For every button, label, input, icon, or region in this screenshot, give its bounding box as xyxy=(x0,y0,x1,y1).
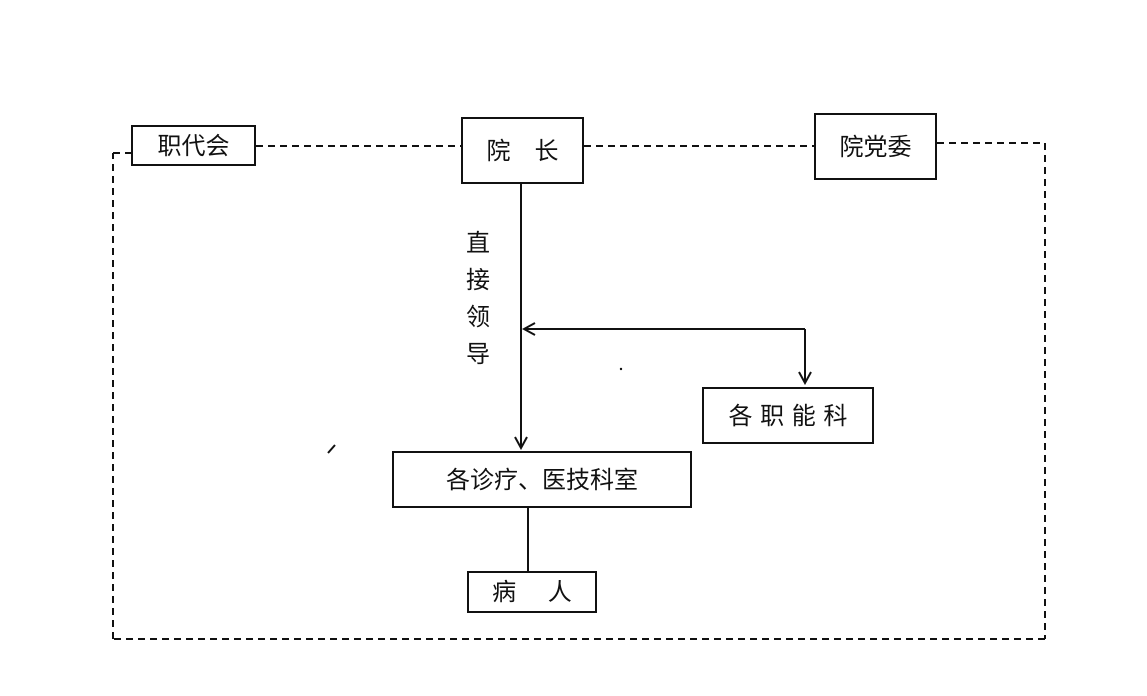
president-label: 院 长 xyxy=(486,136,559,165)
dashed-boundary-frame xyxy=(112,142,1046,640)
direct-leadership-char: 直 xyxy=(466,229,490,257)
functional-depts-label: 各 职 能 科 xyxy=(728,401,848,430)
patients-label: 病 人 xyxy=(492,578,572,606)
direct-leadership-char: 领 xyxy=(466,303,490,331)
stray-dot-mark xyxy=(619,367,623,371)
functional-depts-box: 各 职 能 科 xyxy=(702,387,874,444)
president-box: 院 长 xyxy=(461,117,584,184)
clinical-depts-label: 各诊疗、医技科室 xyxy=(446,465,638,494)
direct-leadership-label: 直 接 领 导 xyxy=(462,231,494,379)
patients-box: 病 人 xyxy=(467,571,597,613)
staff-congress-box: 职代会 xyxy=(131,125,256,166)
stray-tick-mark xyxy=(327,444,336,454)
direct-leadership-char: 导 xyxy=(466,340,490,368)
party-committee-box: 院党委 xyxy=(814,113,937,180)
clinical-depts-box: 各诊疗、医技科室 xyxy=(392,451,692,508)
party-committee-label: 院党委 xyxy=(839,132,912,161)
direct-leadership-char: 接 xyxy=(466,266,490,294)
staff-congress-label: 职代会 xyxy=(157,131,230,160)
